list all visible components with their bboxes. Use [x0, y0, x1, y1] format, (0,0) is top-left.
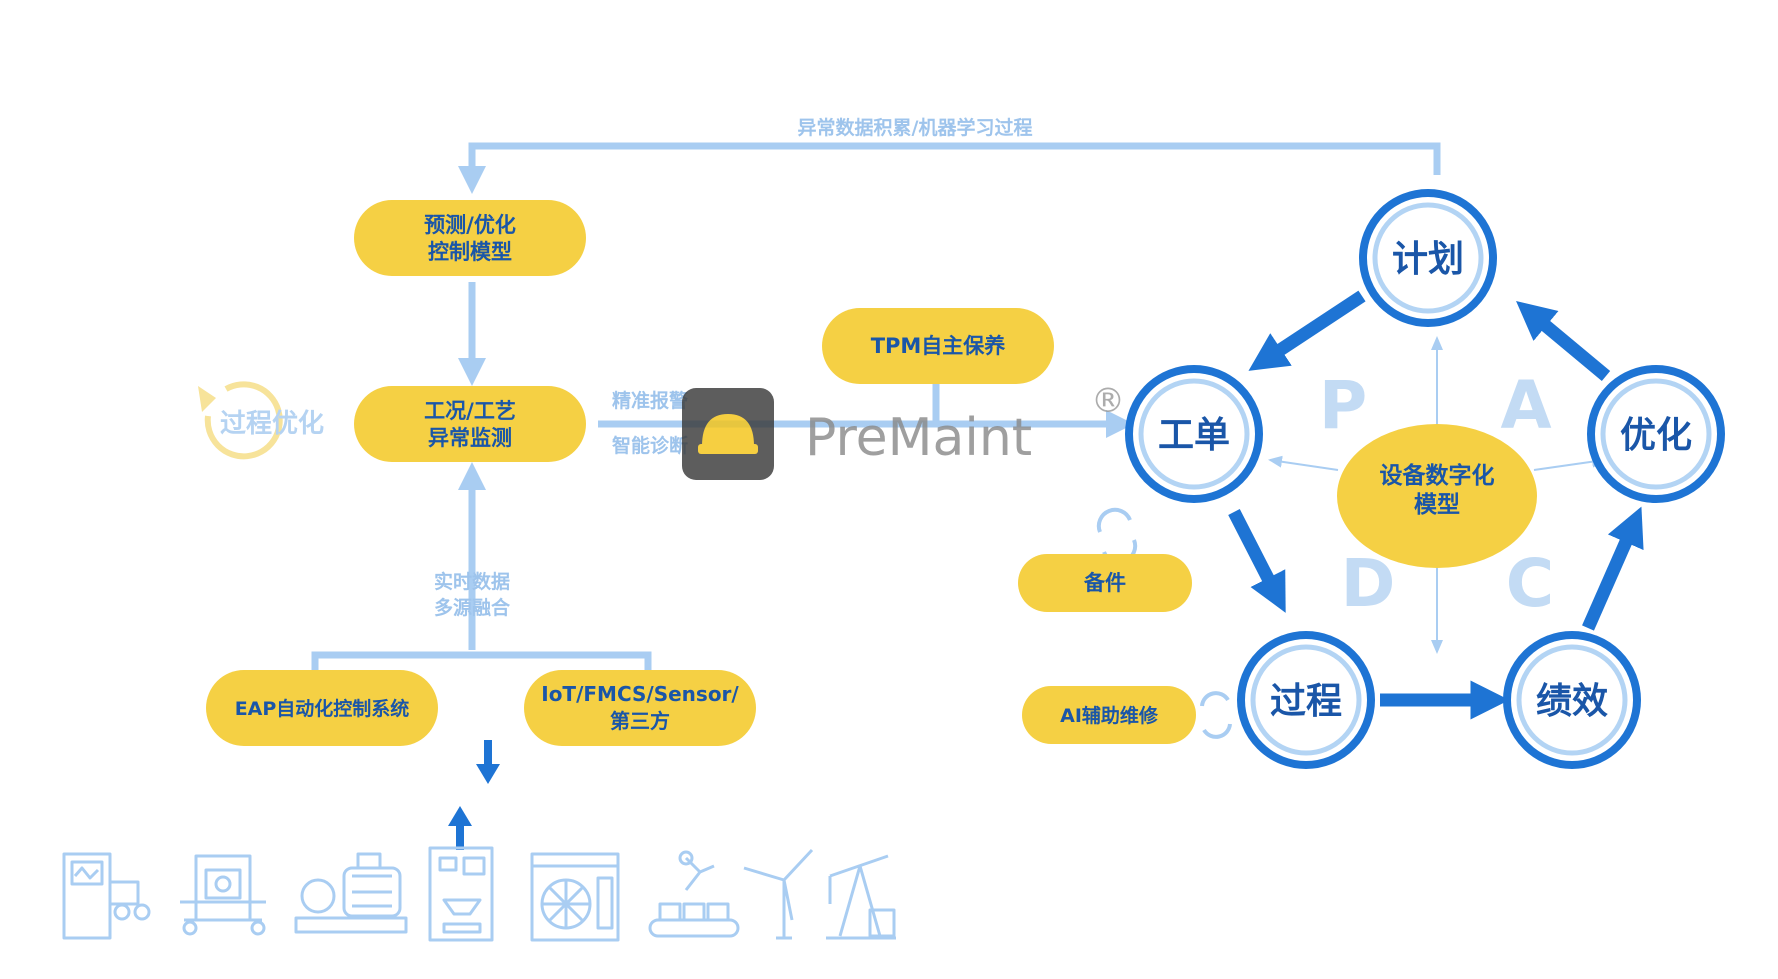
predict-model-box: 预测/优化 控制模型 — [354, 200, 586, 276]
spare-parts-group: 备件 — [1018, 507, 1192, 612]
press-machine-icon — [428, 846, 494, 942]
eap-label: EAP自动化控制系统 — [235, 697, 410, 720]
realtime-data-line1: 实时数据 — [434, 570, 510, 593]
tpm-label: TPM自主保养 — [871, 334, 1006, 358]
oil-pumpjack-icon — [826, 854, 896, 940]
smart-diagnosis-label: 智能诊断 — [612, 434, 688, 457]
process-node: 过程 — [1237, 631, 1375, 769]
watermark-brand: PreMaint — [805, 408, 1032, 468]
condition-monitoring-line1: 工况/工艺 — [424, 399, 516, 423]
process-optimization-text: 过程优化 — [220, 409, 324, 439]
iot-line2: 第三方 — [610, 709, 670, 733]
center-to-workorder-arrow — [1268, 455, 1339, 471]
optimize-to-plan-arrow — [1516, 301, 1611, 381]
cycle-refresh-icon — [204, 381, 283, 460]
process-label: 过程 — [1270, 681, 1342, 722]
performance-node: 绩效 — [1503, 631, 1641, 769]
ai-repair-label: AI辅助维修 — [1060, 704, 1159, 727]
cabinet-conveyor-icon — [62, 852, 151, 940]
tpm-box: TPM自主保养 — [822, 308, 1054, 384]
realtime-data-line2: 多源融合 — [434, 596, 511, 619]
performance-to-optimize-arrow — [1582, 506, 1644, 631]
spare-parts-label: 备件 — [1083, 571, 1126, 595]
work-order-label: 工单 — [1158, 415, 1230, 456]
digital-model-center: 设备数字化 模型 — [1337, 424, 1537, 568]
wind-turbine-icon — [743, 848, 814, 940]
condition-monitoring-line2: 异常监测 — [428, 426, 512, 450]
work-order-node: 工单 — [1125, 365, 1263, 503]
source-bracket — [311, 651, 652, 672]
ai-repair-group: AI辅助维修 — [1022, 686, 1232, 744]
center-to-optimize-arrow — [1533, 455, 1606, 471]
process-optimization-label: 过程优化 — [198, 381, 324, 460]
iot-box: IoT/FMCS/Sensor/ 第三方 — [524, 670, 756, 746]
predict-model-line2: 控制模型 — [428, 240, 512, 264]
robot-arm-conveyor-icon — [648, 850, 740, 938]
packaging-machine-icon — [180, 854, 266, 936]
performance-label: 绩效 — [1536, 681, 1608, 722]
hard-hat-icon — [702, 414, 754, 446]
premaint-watermark: PreMaint ® — [682, 381, 1125, 480]
learning-loop-arrow — [458, 142, 1441, 194]
plan-to-workorder-arrow — [1248, 290, 1366, 371]
digital-model-line2: 模型 — [1414, 492, 1460, 518]
optimize-node: 优化 — [1587, 365, 1725, 503]
watermark-registered: ® — [1091, 381, 1125, 421]
industrial-fan-icon — [530, 852, 620, 942]
plan-label: 计划 — [1392, 239, 1464, 280]
pdca-letter-p: P — [1319, 367, 1367, 444]
eap-box: EAP自动化控制系统 — [206, 670, 438, 746]
sync-icon — [1200, 691, 1232, 739]
workorder-to-process-arrow — [1228, 509, 1286, 613]
predict-model-line1: 预测/优化 — [424, 213, 516, 237]
digital-model-line1: 设备数字化 — [1380, 462, 1495, 489]
plan-node: 计划 — [1359, 189, 1497, 327]
condition-monitoring-box: 工况/工艺 异常监测 — [354, 386, 586, 462]
pdca-letter-a: A — [1500, 367, 1551, 444]
pdca-letter-c: C — [1506, 545, 1554, 622]
learning-loop-label: 异常数据积累/机器学习过程 — [798, 116, 1033, 139]
motor-pump-icon — [294, 852, 408, 934]
iot-line1: IoT/FMCS/Sensor/ — [541, 682, 739, 706]
precise-alarm-label: 精准报警 — [612, 389, 688, 412]
optimize-label: 优化 — [1620, 415, 1692, 456]
